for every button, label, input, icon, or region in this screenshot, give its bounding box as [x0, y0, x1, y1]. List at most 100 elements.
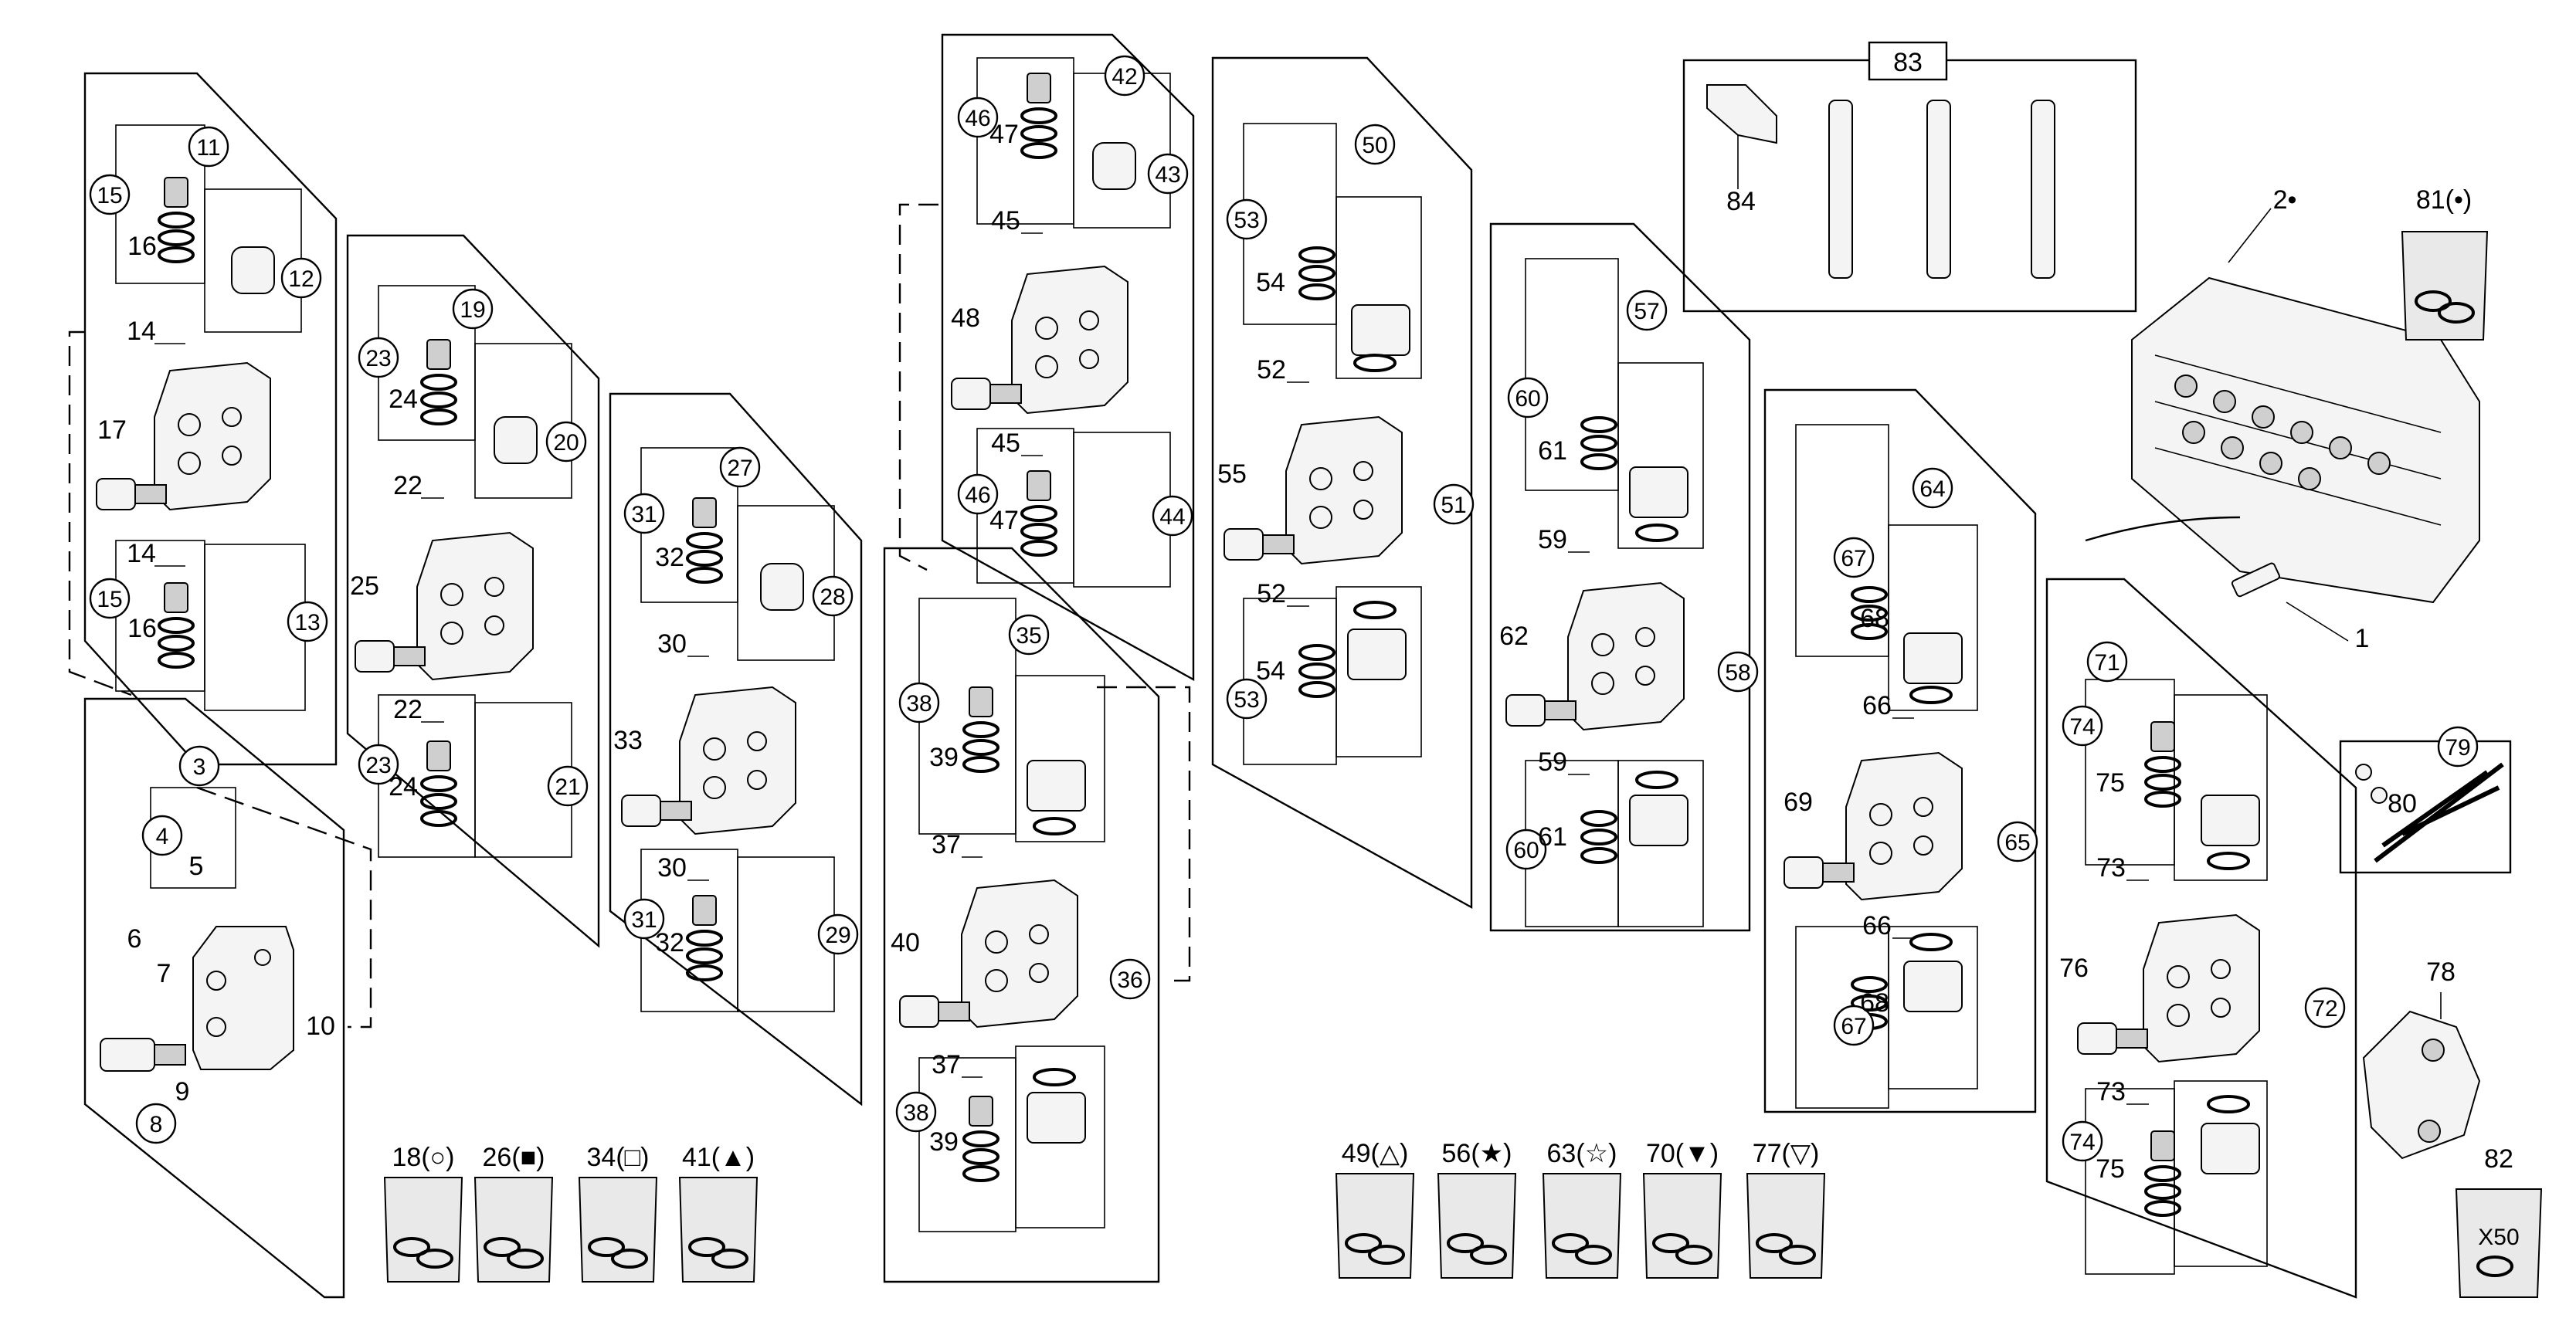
kit-label: 77(▽): [1753, 1139, 1820, 1168]
callout-number: 44: [1159, 504, 1185, 530]
part-label: 2•: [2273, 185, 2297, 215]
part-label: 37: [932, 1050, 961, 1079]
top-box-label-text: 83: [1893, 48, 1923, 77]
callout-43: 43: [1147, 153, 1189, 195]
callout-50: 50: [1354, 124, 1396, 165]
part-label: 82: [2484, 1144, 2513, 1174]
part-label: 61: [1538, 436, 1567, 466]
part-label: 52: [1257, 579, 1286, 608]
callout-number: 74: [2069, 1130, 2095, 1155]
callout-number: 57: [1634, 299, 1659, 324]
seal-ring-icon: [1552, 1233, 1589, 1253]
part-label: 61: [1538, 822, 1567, 852]
callout-number: 31: [631, 502, 657, 527]
callout-number: 15: [97, 183, 122, 208]
part-label: 68: [1860, 604, 1889, 633]
part-label: 78: [2426, 957, 2456, 987]
callout-12: 12: [280, 257, 322, 299]
callout-11: 11: [188, 126, 229, 168]
seal-ring-icon: [1652, 1233, 1689, 1253]
callout-19: 19: [452, 288, 494, 330]
callout-23: 23: [358, 744, 399, 785]
seal-ring-icon: [393, 1237, 430, 1257]
seal-kit-3: 41(▲): [678, 1143, 759, 1283]
callout-60: 60: [1507, 377, 1549, 419]
part-label: 47: [989, 120, 1019, 149]
callout-number: 28: [820, 585, 845, 610]
callout-67: 67: [1833, 1005, 1875, 1046]
kit-label: 18(○): [392, 1143, 455, 1172]
seal-ring-icon: [507, 1249, 544, 1269]
part-label: 39: [929, 743, 959, 772]
part-label: 39: [929, 1127, 959, 1157]
seal-kit-6: 63(☆): [1542, 1139, 1622, 1279]
kit-label: 34(□): [587, 1143, 650, 1172]
seal-ring-icon: [611, 1249, 648, 1269]
part-label: 52: [1257, 355, 1286, 385]
callout-number: 21: [555, 774, 580, 800]
part-label: 6: [127, 924, 142, 954]
part-label: 66: [1862, 691, 1892, 720]
part-label: 16: [127, 614, 157, 643]
callout-38: 38: [895, 1091, 937, 1133]
part-label: 62: [1499, 622, 1529, 651]
callout-number: 53: [1234, 208, 1259, 233]
part-label: 32: [655, 543, 684, 572]
part-label: 66: [1862, 911, 1892, 940]
part-label: 45: [991, 429, 1020, 458]
cover-blocks: [231, 142, 2260, 1174]
part-label: 84: [1726, 187, 1756, 216]
callout-57: 57: [1626, 290, 1668, 331]
callout-20: 20: [545, 421, 587, 463]
kit-label: 41(▲): [682, 1143, 755, 1172]
seal-ring-icon: [688, 1237, 725, 1257]
callout-36: 36: [1109, 958, 1151, 1000]
callout-number: 19: [460, 297, 485, 323]
spool-plugs: [96, 378, 2148, 1072]
callout-67: 67: [1833, 537, 1875, 578]
callout-3: 3: [178, 745, 220, 787]
seal-kit-5: 56(★): [1437, 1139, 1517, 1279]
callout-number: 79: [2445, 735, 2470, 761]
seal-kit-1: 26(■): [473, 1143, 554, 1283]
part-label: 9: [175, 1077, 190, 1106]
callout-number: 72: [2312, 996, 2337, 1022]
callout-53: 53: [1226, 198, 1268, 240]
callout-15: 15: [89, 578, 131, 619]
seal-kit-0: 18(○): [383, 1143, 463, 1283]
seal-kit-7: 70(▼): [1642, 1139, 1722, 1279]
callout-46: 46: [957, 473, 999, 515]
callout-number: 60: [1515, 386, 1540, 412]
seal-kit-2: 34(□): [578, 1143, 658, 1283]
callout-number: 29: [825, 923, 850, 948]
callout-number: 23: [365, 753, 391, 778]
part-label: 30: [657, 629, 687, 659]
tie-rods: [2355, 762, 2504, 863]
part-label: 55: [1217, 459, 1247, 489]
seal-ring-icon: [711, 1249, 748, 1269]
part-label: 5: [189, 852, 204, 881]
callout-number: 31: [631, 907, 657, 933]
section-outlines: [68, 33, 2512, 1299]
callout-58: 58: [1717, 651, 1759, 693]
callout-number: 27: [727, 456, 752, 481]
part-label: 69: [1784, 788, 1813, 817]
part-label: 80: [2388, 789, 2417, 818]
callout-27: 27: [719, 446, 761, 488]
part-label: 24: [389, 385, 418, 414]
leader-lines: [154, 232, 2149, 1105]
callout-42: 42: [1104, 55, 1145, 97]
callout-number: 35: [1016, 623, 1041, 649]
manual-book-icon: [1706, 84, 1777, 144]
callout-44: 44: [1152, 495, 1193, 537]
callout-number: 71: [2094, 650, 2120, 676]
callout-number: 67: [1841, 546, 1866, 571]
part-label: 1: [2355, 624, 2370, 653]
part-label: 10: [306, 1012, 335, 1041]
kit-label: 63(☆): [1547, 1139, 1617, 1168]
callout-number: 53: [1234, 687, 1259, 713]
callout-layer: 1115121315348192320232127312831294246434…: [89, 55, 2479, 1162]
callout-4: 4: [141, 815, 183, 856]
kit-label: 49(△): [1342, 1139, 1409, 1168]
